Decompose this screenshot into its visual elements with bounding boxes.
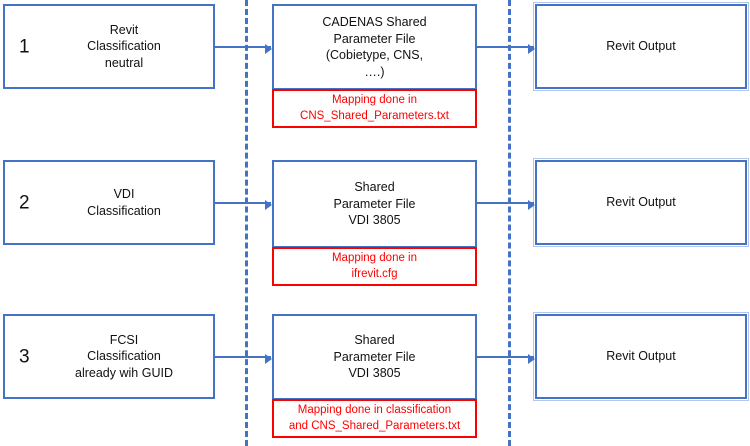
revit-output-label-2: Revit Output bbox=[606, 195, 676, 210]
revit-output-label-1: Revit Output bbox=[606, 39, 676, 54]
arrow-spf-to-output-3 bbox=[477, 354, 535, 364]
revit-output-label-3: Revit Output bbox=[606, 349, 676, 364]
arrow-classification-to-spf-1 bbox=[215, 44, 272, 54]
classification-number-1: 1 bbox=[19, 36, 30, 57]
classification-number-3: 3 bbox=[19, 346, 30, 367]
arrow-classification-to-spf-2 bbox=[215, 200, 272, 210]
divider-dashed-right bbox=[508, 0, 511, 446]
revit-output-box-1[interactable]: Revit Output bbox=[533, 2, 749, 91]
divider-dashed-left bbox=[245, 0, 248, 446]
revit-output-box-2[interactable]: Revit Output bbox=[533, 158, 749, 247]
revit-output-box-3[interactable]: Revit Output bbox=[533, 312, 749, 401]
classification-number-2: 2 bbox=[19, 192, 30, 213]
arrow-spf-to-output-2 bbox=[477, 200, 535, 210]
arrow-classification-to-spf-3 bbox=[215, 354, 272, 364]
arrow-spf-to-output-1 bbox=[477, 44, 535, 54]
